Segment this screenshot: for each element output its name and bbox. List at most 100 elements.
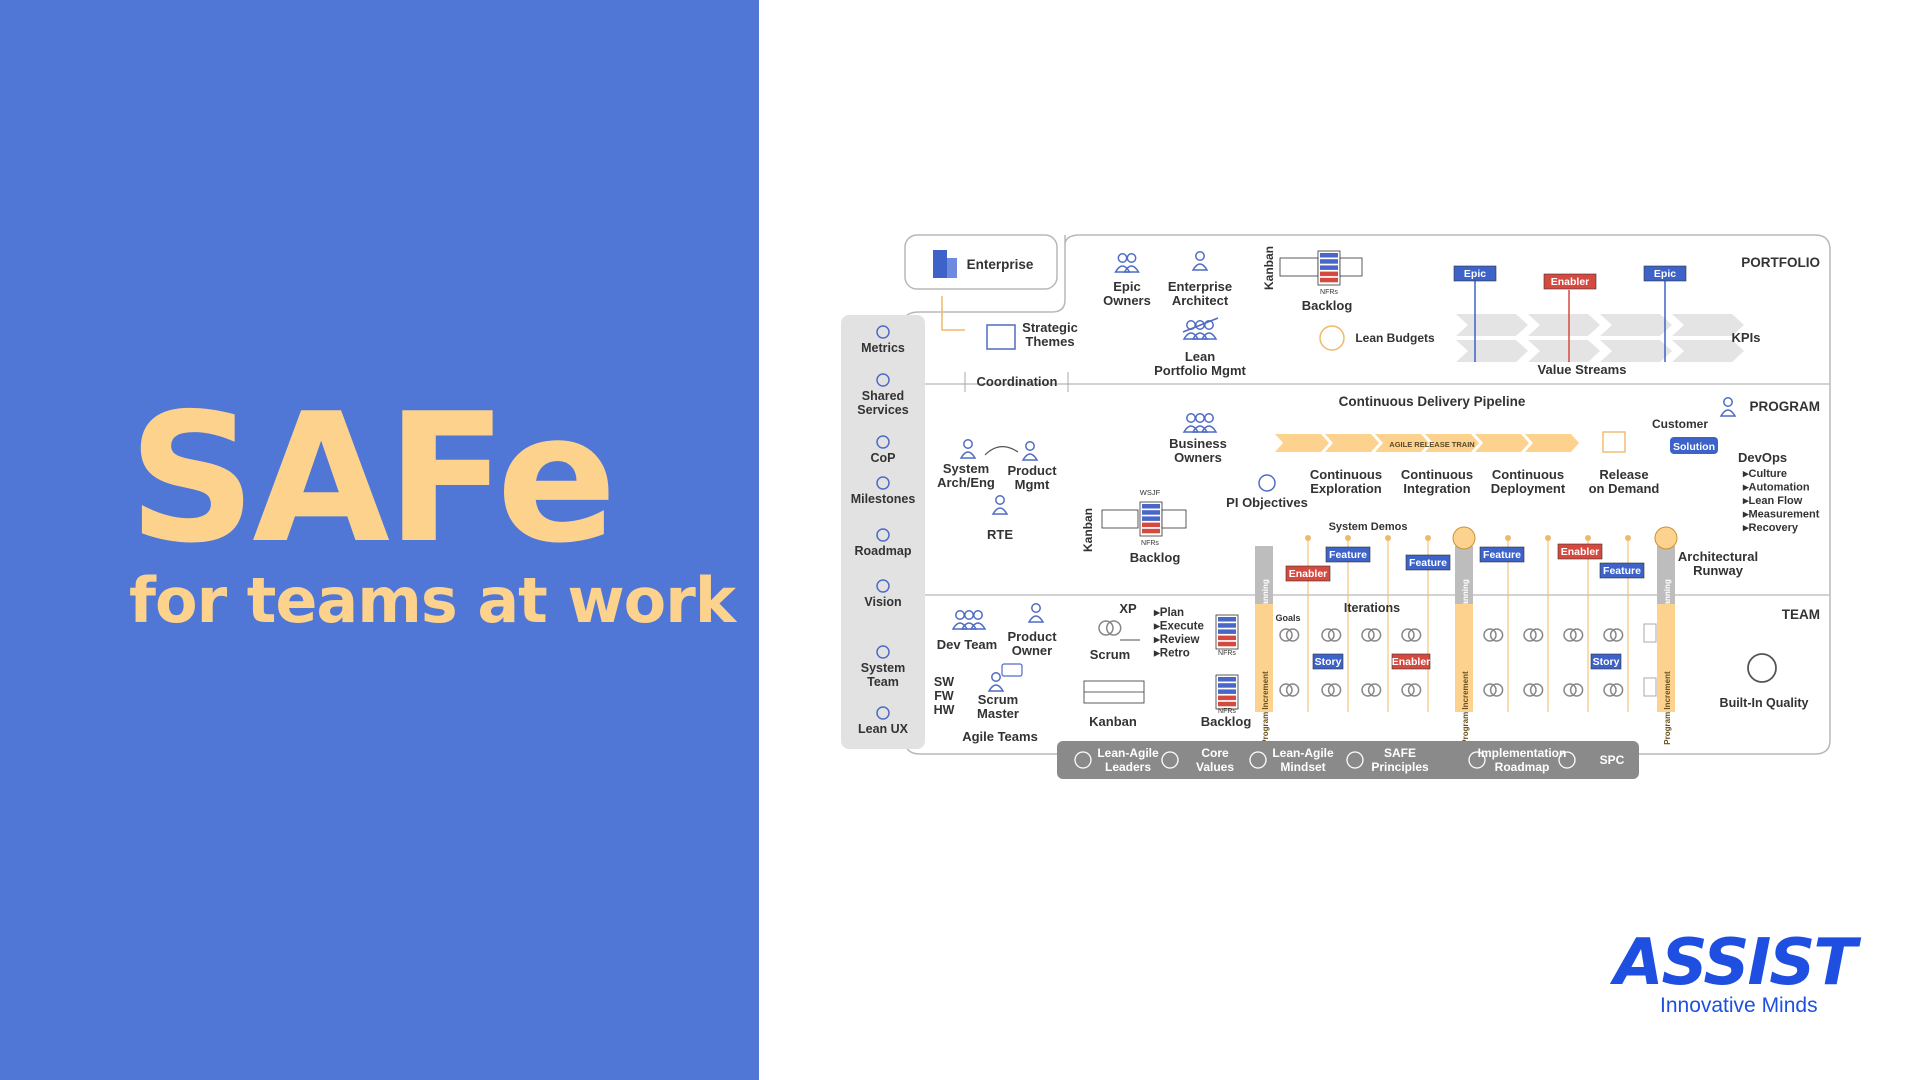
system-arch-icon [959,439,977,459]
person-head [973,610,983,620]
wsjf-label: WSJF [1140,488,1161,497]
team-step-1: ▸Execute [1153,621,1204,633]
level-label-program: PROGRAM [1750,399,1821,414]
solution-badge [1670,437,1718,454]
team-step-3: ▸Retro [1153,648,1190,660]
value-stream-chevron [1672,340,1744,362]
devops-item-3: ▸Measurement [1742,509,1820,521]
iteration-cycle-icon [1529,683,1544,697]
portfolio-nfrs: NFRs [1320,289,1338,296]
sidebar-label-6: Team [867,675,899,689]
team-story-tag-bg [1590,653,1622,670]
sidebar-label-4: Roadmap [855,544,912,558]
trend-arrow [1182,317,1219,333]
backlog-item [1320,271,1338,277]
team-gear-icon [876,645,890,659]
sidebar-label-6: System [861,661,905,675]
cycle-arc [984,446,1019,456]
devops-item-1: ▸Automation [1742,482,1810,494]
kanban-board [1101,509,1139,529]
person-body [987,684,1005,692]
backlog-item [1218,695,1236,701]
pi-planning-rail [1255,546,1273,604]
team-story-tag: Story [1315,656,1342,668]
logo-wordmark: ASSIST [1614,926,1857,1000]
lean-portfolio-label: Lean [1185,349,1215,364]
team-nfrs: NFRs [1218,650,1236,657]
backlog-item [1320,277,1338,283]
pi-objectives-label: PI Objectives [1226,495,1308,510]
foundation-icon [1468,751,1486,769]
iteration-cycle-icon [1279,683,1293,697]
team-step-0: ▸Plan [1153,607,1184,619]
foundation-label-0: Lean-Agile [1097,746,1159,760]
rte-label: RTE [987,527,1013,542]
program-backlog-label: Backlog [1130,550,1181,565]
pipeline-stage-1: Integration [1403,481,1470,496]
iteration-cycle-icon [1327,628,1342,642]
backlog-item [1218,677,1236,682]
sidebar-label-1: Services [857,403,908,417]
system-demo-dot [1585,535,1591,541]
dev-team-icon [969,610,987,630]
person-head [1025,441,1035,451]
iteration-cycle-icon [1285,683,1300,697]
sw-fw-hw-label: HW [934,703,955,717]
value-stream-chevron [1456,340,1528,362]
person-head [1031,603,1041,613]
art-chevron [1375,434,1429,452]
system-arch-label: System [943,461,989,476]
team-nfrs: NFRs [1218,708,1236,715]
iteration-cycle-icon [1327,683,1342,697]
left-panel [0,0,759,1080]
foundation-icon [1161,751,1179,769]
team-kanban-label: Kanban [1089,714,1137,729]
backlog-item [1218,629,1236,634]
program-increment-rail [1455,604,1473,712]
system-demo-dot [1625,535,1631,541]
foundation-icon [1249,751,1267,769]
business-owners-label: Owners [1174,450,1222,465]
portfolio-enabler-tag: Enabler [1551,276,1590,288]
art-chevron [1525,434,1579,452]
business-owners-label: Business [1169,436,1227,451]
pi-planning-rail [1455,546,1473,604]
iteration-cycle-icon [1563,683,1577,697]
scrum-master-label: Scrum [978,692,1018,707]
iteration-cycle-icon [1523,628,1537,642]
program-enabler-tag: Enabler [1561,546,1600,558]
person-body [1123,265,1140,273]
sidebar-label-7: Lean UX [858,722,909,736]
pi-planning-event-icon [1452,526,1476,550]
iteration-cycle-icon [1279,628,1293,642]
foundation-label-5: SPC [1600,753,1625,767]
system-demo-dot [1425,535,1431,541]
pi-planning-label: PI Planning [1461,579,1470,623]
foundation-label-3: SAFE [1384,746,1416,760]
iteration-cycle-icon [1603,628,1617,642]
pi-planning-label: PI Planning [1261,579,1270,623]
person-head [1204,413,1214,423]
strategic-themes-label: Themes [1025,334,1074,349]
built-in-quality-label: Built-In Quality [1720,696,1809,710]
iteration-cycle-icon [1401,683,1415,697]
program-increment-rail [1255,604,1273,712]
art-chevron [1425,434,1479,452]
value-stream-chevron [1600,314,1672,336]
agile-teams-label: Agile Teams [962,729,1038,744]
foundation-label-2: Lean-Agile [1272,746,1334,760]
assist-logo: ASSIST Innovative Minds [1614,926,1857,1018]
backlog-item [1320,265,1338,270]
system-demo-dot [1305,535,1311,541]
iteration-cycle-icon [1523,683,1537,697]
product-owner-label: Owner [1012,643,1052,658]
person-body [991,507,1009,515]
portfolio-epic-tag: Epic [1654,268,1676,280]
person-head [1723,397,1733,407]
pipeline-stage-0: Continuous [1310,467,1382,482]
lean-portfolio-label: Portfolio Mgmt [1154,363,1246,378]
enterprise-architect-icon [1191,251,1209,271]
iteration-cycle-icon [1569,628,1584,642]
target-icon [1258,474,1276,492]
sidebar-label-3: Milestones [851,492,916,506]
